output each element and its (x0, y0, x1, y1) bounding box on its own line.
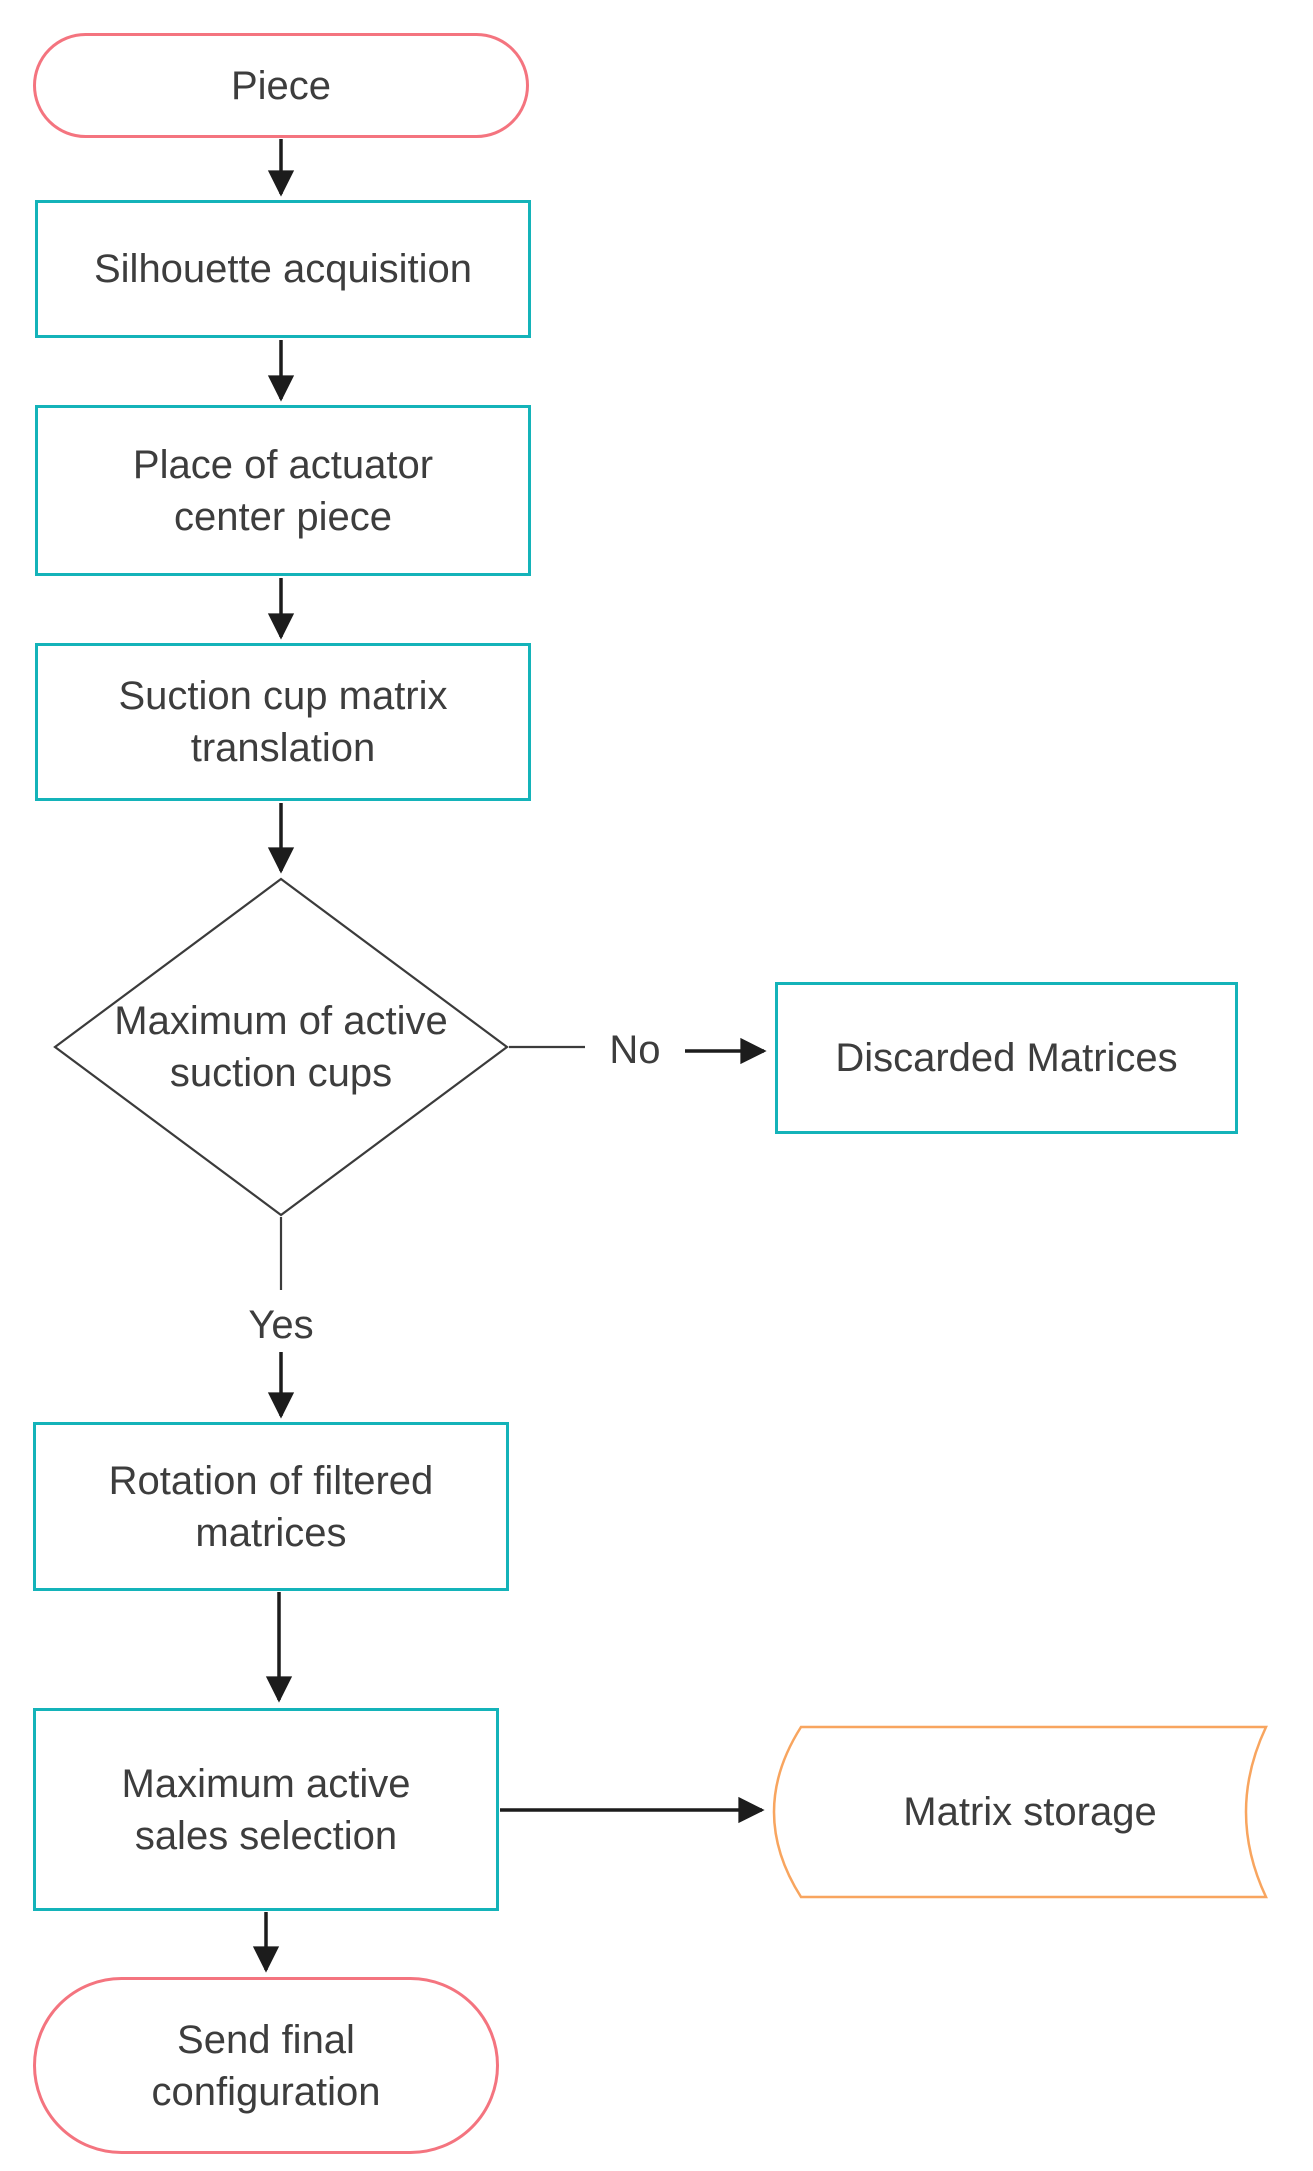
node-silhouette-acquisition: Silhouette acquisition (35, 200, 531, 338)
node-piece-label: Piece (230, 63, 332, 108)
node-suction-cup-matrix-translation-label: Suction cup matrix translation (118, 674, 448, 770)
edge-label-yes: Yes (206, 1299, 356, 1351)
node-discarded-matrices: Discarded Matrices (775, 982, 1238, 1134)
node-matrix-storage-label: Matrix storage (903, 1790, 1157, 1834)
node-send-final-configuration-label: Send final configuration (151, 2017, 381, 2114)
stored-data-shape (772, 1725, 1268, 1899)
node-matrix-storage: Matrix storage (800, 1786, 1260, 1838)
node-maximum-of-active-suction-cups: Maximum of active suction cups (61, 995, 501, 1099)
node-maximum-of-active-suction-cups-label: Maximum of active suction cups (114, 999, 448, 1095)
node-silhouette-acquisition-label: Silhouette acquisition (93, 247, 473, 291)
edge-label-no: No (585, 1024, 685, 1076)
node-place-of-actuator-center-piece: Place of actuator center piece (35, 405, 531, 576)
node-piece: Piece (33, 33, 529, 138)
node-discarded-matrices-label: Discarded Matrices (835, 1036, 1178, 1080)
node-rotation-of-filtered-matrices: Rotation of filtered matrices (33, 1422, 509, 1591)
node-suction-cup-matrix-translation: Suction cup matrix translation (35, 643, 531, 801)
node-place-of-actuator-center-piece-label: Place of actuator center piece (132, 442, 434, 539)
node-send-final-configuration: Send final configuration (33, 1977, 499, 2154)
node-maximum-active-sales-selection-label: Maximum active sales selection (121, 1761, 411, 1858)
decision-diamond-shape (53, 877, 509, 1217)
node-rotation-of-filtered-matrices-label: Rotation of filtered matrices (108, 1458, 434, 1555)
node-maximum-active-sales-selection: Maximum active sales selection (33, 1708, 499, 1911)
